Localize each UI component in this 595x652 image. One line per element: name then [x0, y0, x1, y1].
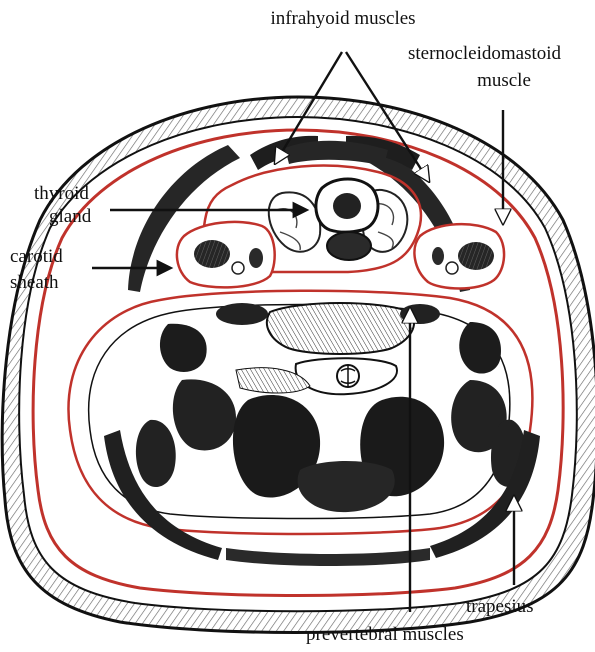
label-prevertebral-muscles: prevertebral muscles [306, 624, 464, 646]
right-carotid-artery [446, 262, 458, 274]
left-sternocleidomastoid [194, 240, 230, 268]
label-infrahyoid-muscles: infrahyoid muscles [228, 8, 458, 30]
left-jugular-vein [249, 248, 263, 268]
left-carotid-artery [232, 262, 244, 274]
right-jugular-vein [432, 247, 444, 265]
vertebral-body [267, 303, 414, 354]
label-trapesius: trapesius [466, 596, 534, 618]
tracheal-lumen [333, 193, 361, 219]
label-muscle: muscle [465, 70, 543, 92]
longus-colli-left [216, 303, 268, 325]
longus-colli-right [400, 304, 440, 324]
label-carotid: carotid [10, 246, 63, 268]
label-gland: gland [49, 206, 91, 228]
right-sternocleidomastoid [458, 242, 494, 270]
label-thyroid: thyroid [34, 183, 89, 205]
esophagus [327, 232, 371, 260]
label-sheath: sheath [10, 272, 59, 294]
label-sternocleidomastoid: sternocleidomastoid [408, 43, 561, 65]
